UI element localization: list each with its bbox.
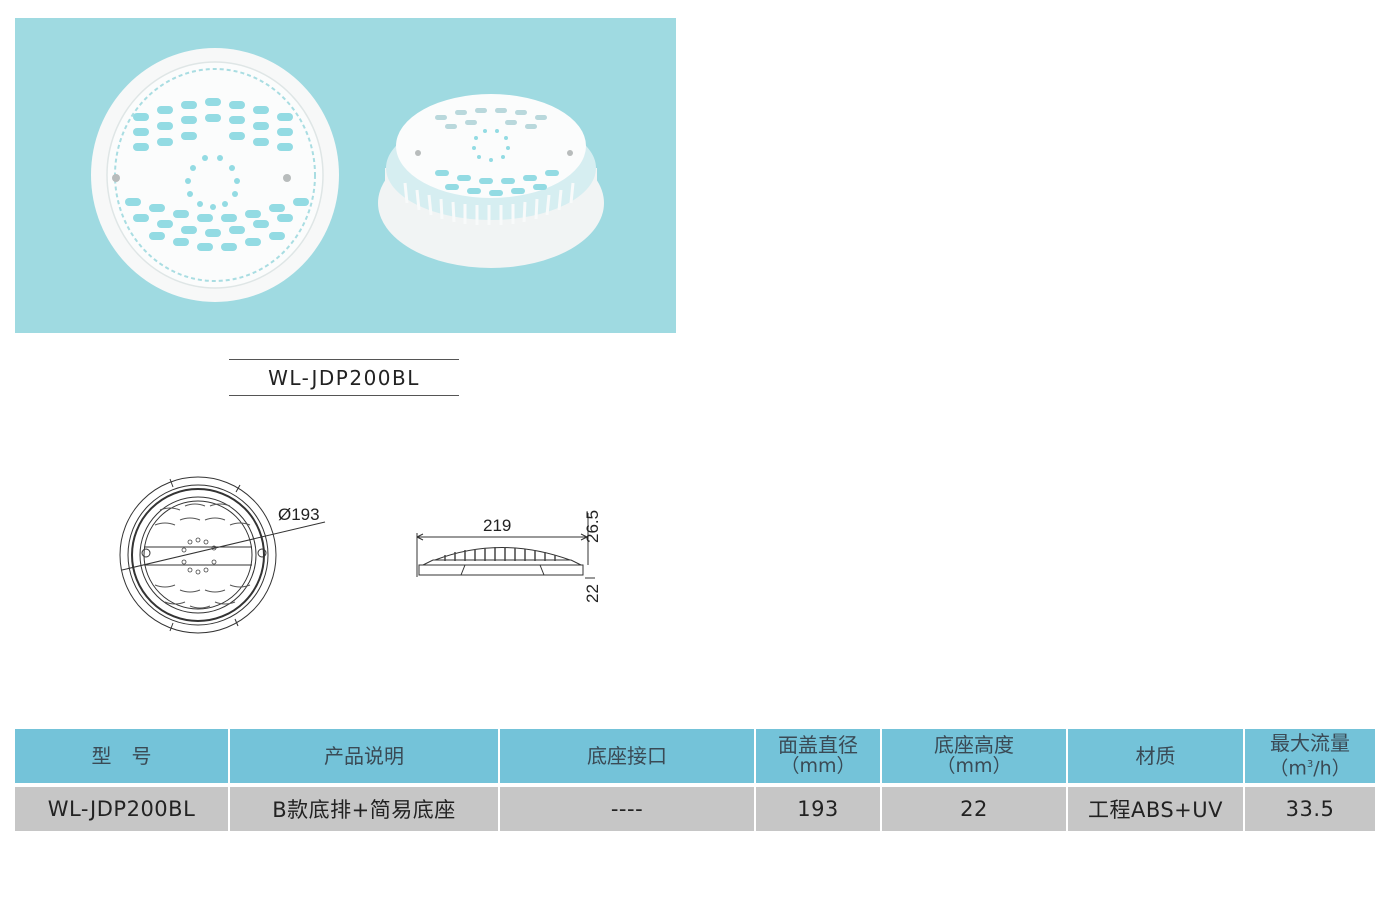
height-top-label: 26.5	[583, 510, 602, 543]
top-view-photo	[91, 48, 339, 302]
max-flow-unit: （m3/h）	[1269, 757, 1351, 780]
model-caption: WL-JDP200BL	[229, 359, 459, 396]
cell-max-flow: 33.5	[1245, 787, 1375, 831]
header-model: 型 号	[15, 729, 228, 783]
header-cover-diameter: 面盖直径 （mm）	[756, 729, 880, 783]
spec-table-header: 型 号 产品说明 底座接口 面盖直径 （mm） 底座高度 （mm） 材质 最大流…	[15, 729, 1375, 783]
cell-base-connector: ----	[500, 787, 754, 831]
cell-model: WL-JDP200BL	[15, 787, 228, 831]
header-base-height: 底座高度 （mm）	[882, 729, 1066, 783]
spec-table: 型 号 产品说明 底座接口 面盖直径 （mm） 底座高度 （mm） 材质 最大流…	[15, 729, 1375, 831]
top-view-drawing: Ø193	[119, 476, 326, 634]
height-bottom-label: 22	[583, 584, 602, 603]
product-photo-illustration	[91, 48, 604, 302]
side-view-drawing: 219 26.5 22	[416, 510, 602, 603]
header-base-connector: 底座接口	[500, 729, 754, 783]
cell-base-height: 22	[882, 787, 1066, 831]
table-row: WL-JDP200BL B款底排+简易底座 ---- 193 22 工程ABS+…	[15, 787, 1375, 831]
cell-description: B款底排+简易底座	[230, 787, 498, 831]
cell-cover-diameter: 193	[756, 787, 880, 831]
perspective-view-photo	[378, 94, 604, 268]
header-description: 产品说明	[230, 729, 498, 783]
product-photo-panel	[15, 18, 676, 333]
header-max-flow: 最大流量 （m3/h）	[1245, 729, 1375, 783]
diameter-label: Ø193	[278, 505, 320, 524]
width-label: 219	[483, 516, 511, 535]
header-material: 材质	[1068, 729, 1243, 783]
cell-material: 工程ABS+UV	[1068, 787, 1243, 831]
